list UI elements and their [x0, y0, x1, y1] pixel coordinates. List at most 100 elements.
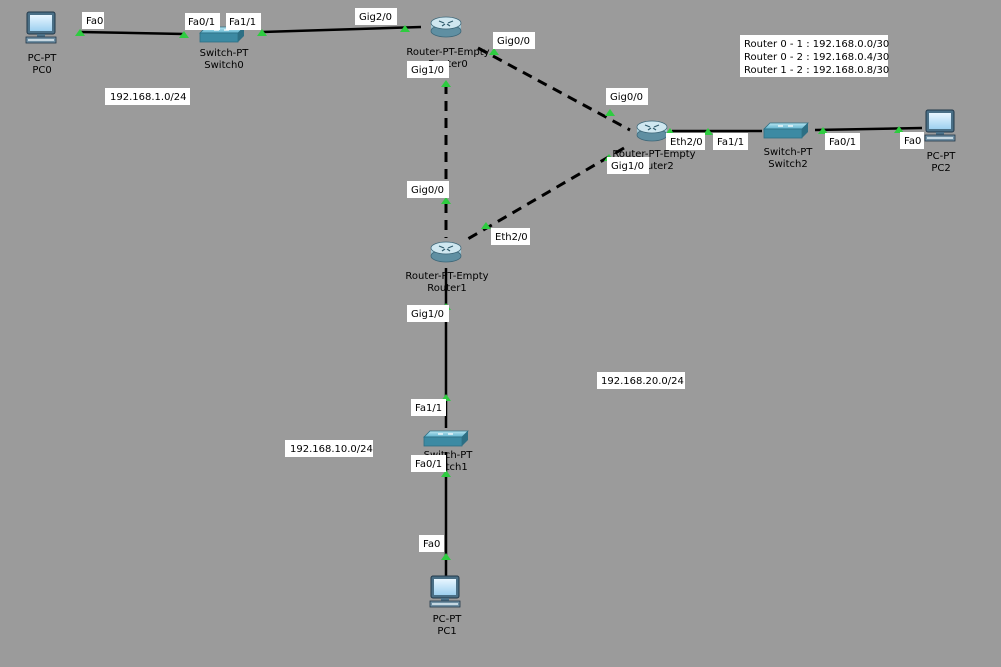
- port-up-indicator: [75, 29, 85, 36]
- port-labels: Fa0 Fa0/1 Fa1/1 Gig2/0 Gig0/0 Gig1/0 Gig…: [82, 8, 924, 552]
- router-icon: [430, 16, 462, 38]
- link-pc0-switch0[interactable]: [79, 30, 185, 36]
- port-label-router1-gig00: Gig0/0: [407, 181, 449, 198]
- pc-icon: [25, 11, 57, 44]
- port-up-indicator: [481, 222, 491, 229]
- port-up-indicator: [400, 25, 410, 32]
- port-label-router2-gig00: Gig0/0: [606, 88, 648, 105]
- port-label-router1-eth20: Eth2/0: [491, 228, 530, 245]
- svg-text:Fa0: Fa0: [904, 136, 921, 147]
- port-label-pc2-fa0: Fa0: [900, 132, 924, 149]
- port-label-router2-gig10: Gig1/0: [607, 157, 649, 174]
- svg-text:Eth2/0: Eth2/0: [495, 232, 528, 243]
- svg-text:192.168.20.0/24: 192.168.20.0/24: [601, 376, 684, 387]
- router-icon: [636, 120, 668, 142]
- port-label-switch2-fa11: Fa1/1: [713, 133, 748, 150]
- port-up-indicator: [894, 126, 904, 133]
- device-switch2[interactable]: Switch-PT Switch2: [763, 122, 814, 170]
- port-label-router0-gig20: Gig2/0: [355, 8, 397, 25]
- pc-icon: [429, 575, 461, 608]
- network-label-lan0[interactable]: 192.168.1.0/24: [105, 88, 190, 105]
- port-label-router0-gig10: Gig1/0: [407, 61, 449, 78]
- switch-icon: [423, 430, 469, 447]
- port-label-router1-gig10: Gig1/0: [407, 305, 449, 322]
- port-label-switch1-fa01: Fa0/1: [411, 455, 446, 472]
- note-line: Router 0 - 2 : 192.168.0.4/30: [744, 52, 889, 63]
- link-router0-router2[interactable]: [477, 46, 631, 132]
- addressing-note[interactable]: Router 0 - 1 : 192.168.0.0/30 Router 0 -…: [740, 35, 889, 77]
- svg-text:Fa0/1: Fa0/1: [188, 17, 215, 28]
- port-up-indicator: [605, 109, 615, 116]
- svg-text:Eth2/0: Eth2/0: [670, 137, 703, 148]
- link-switch2-pc2[interactable]: [814, 126, 923, 132]
- device-name-label: PC0: [32, 65, 51, 76]
- svg-text:Fa0: Fa0: [423, 539, 440, 550]
- port-up-indicator: [257, 29, 267, 36]
- link-router2-router1[interactable]: [465, 146, 625, 242]
- device-pc2[interactable]: PC-PT PC2: [924, 109, 957, 174]
- note-line: Router 0 - 1 : 192.168.0.0/30: [744, 39, 889, 50]
- svg-text:Gig0/0: Gig0/0: [411, 185, 444, 196]
- device-name-label: Switch1: [428, 462, 467, 473]
- device-switch0[interactable]: Switch-PT Switch0: [199, 26, 250, 71]
- device-model-label: PC-PT: [433, 614, 463, 625]
- device-name-label: PC1: [437, 626, 456, 637]
- svg-text:Gig2/0: Gig2/0: [359, 12, 392, 23]
- device-model-label: Switch-PT: [764, 147, 814, 158]
- device-model-label: Switch-PT: [424, 450, 474, 461]
- router-icon: [430, 241, 462, 263]
- device-name-label: Router1: [427, 283, 467, 294]
- port-label-router2-eth20: Eth2/0: [666, 133, 705, 150]
- port-label-pc0-fa0: Fa0: [82, 12, 104, 29]
- svg-text:Gig0/0: Gig0/0: [497, 36, 530, 47]
- port-up-indicator: [489, 48, 499, 55]
- svg-text:Fa0: Fa0: [86, 16, 103, 27]
- svg-text:192.168.1.0/24: 192.168.1.0/24: [110, 92, 187, 103]
- svg-text:Gig1/0: Gig1/0: [411, 65, 444, 76]
- device-router2[interactable]: Router-PT-Empty Router2: [612, 120, 696, 172]
- device-name-label: Switch0: [204, 60, 243, 71]
- port-label-switch0-fa11: Fa1/1: [226, 13, 261, 30]
- port-label-switch0-fa01: Fa0/1: [185, 13, 220, 30]
- device-model-label: PC-PT: [28, 53, 58, 64]
- svg-text:Fa1/1: Fa1/1: [717, 137, 744, 148]
- link-switch0-router0[interactable]: [261, 25, 422, 34]
- pc-icon: [924, 109, 956, 142]
- network-labels: 192.168.1.0/24 192.168.10.0/24 192.168.2…: [105, 88, 685, 457]
- port-up-indicator: [818, 127, 828, 134]
- port-up-indicator: [179, 31, 189, 38]
- svg-text:Gig1/0: Gig1/0: [411, 309, 444, 320]
- svg-text:Fa0/1: Fa0/1: [415, 459, 442, 470]
- svg-text:Fa1/1: Fa1/1: [415, 403, 442, 414]
- device-model-label: Router-PT-Empty: [405, 271, 488, 282]
- device-model-label: Router-PT-Empty: [406, 47, 489, 58]
- svg-text:192.168.10.0/24: 192.168.10.0/24: [290, 444, 373, 455]
- note-line: Router 1 - 2 : 192.168.0.8/30: [744, 65, 889, 76]
- device-model-label: Switch-PT: [200, 48, 250, 59]
- port-up-indicator: [441, 470, 451, 477]
- device-pc0[interactable]: PC-PT PC0: [25, 11, 58, 76]
- device-switch1[interactable]: Switch-PT Switch1: [423, 430, 474, 473]
- port-label-router0-gig00: Gig0/0: [493, 32, 535, 49]
- network-label-lan2[interactable]: 192.168.20.0/24: [597, 372, 685, 389]
- device-name-label: Router2: [634, 161, 674, 172]
- svg-text:Gig1/0: Gig1/0: [611, 161, 644, 172]
- svg-text:Fa0/1: Fa0/1: [829, 137, 856, 148]
- device-model-label: PC-PT: [927, 151, 957, 162]
- port-up-indicator: [441, 553, 451, 560]
- port-up-indicator: [441, 197, 451, 204]
- network-label-lan1[interactable]: 192.168.10.0/24: [285, 440, 373, 457]
- svg-text:Fa1/1: Fa1/1: [229, 17, 256, 28]
- port-indicators: [75, 25, 904, 560]
- device-pc1[interactable]: PC-PT PC1: [429, 575, 463, 637]
- port-up-indicator: [441, 80, 451, 87]
- port-label-switch2-fa01: Fa0/1: [825, 133, 860, 150]
- device-name-label: Switch2: [768, 159, 807, 170]
- device-name-label: PC2: [931, 163, 950, 174]
- svg-text:Gig0/0: Gig0/0: [610, 92, 643, 103]
- links: [79, 25, 923, 578]
- device-model-label: Router-PT-Empty: [612, 149, 695, 160]
- port-label-switch1-fa11: Fa1/1: [411, 399, 446, 416]
- device-router1[interactable]: Router-PT-Empty Router1: [405, 241, 489, 294]
